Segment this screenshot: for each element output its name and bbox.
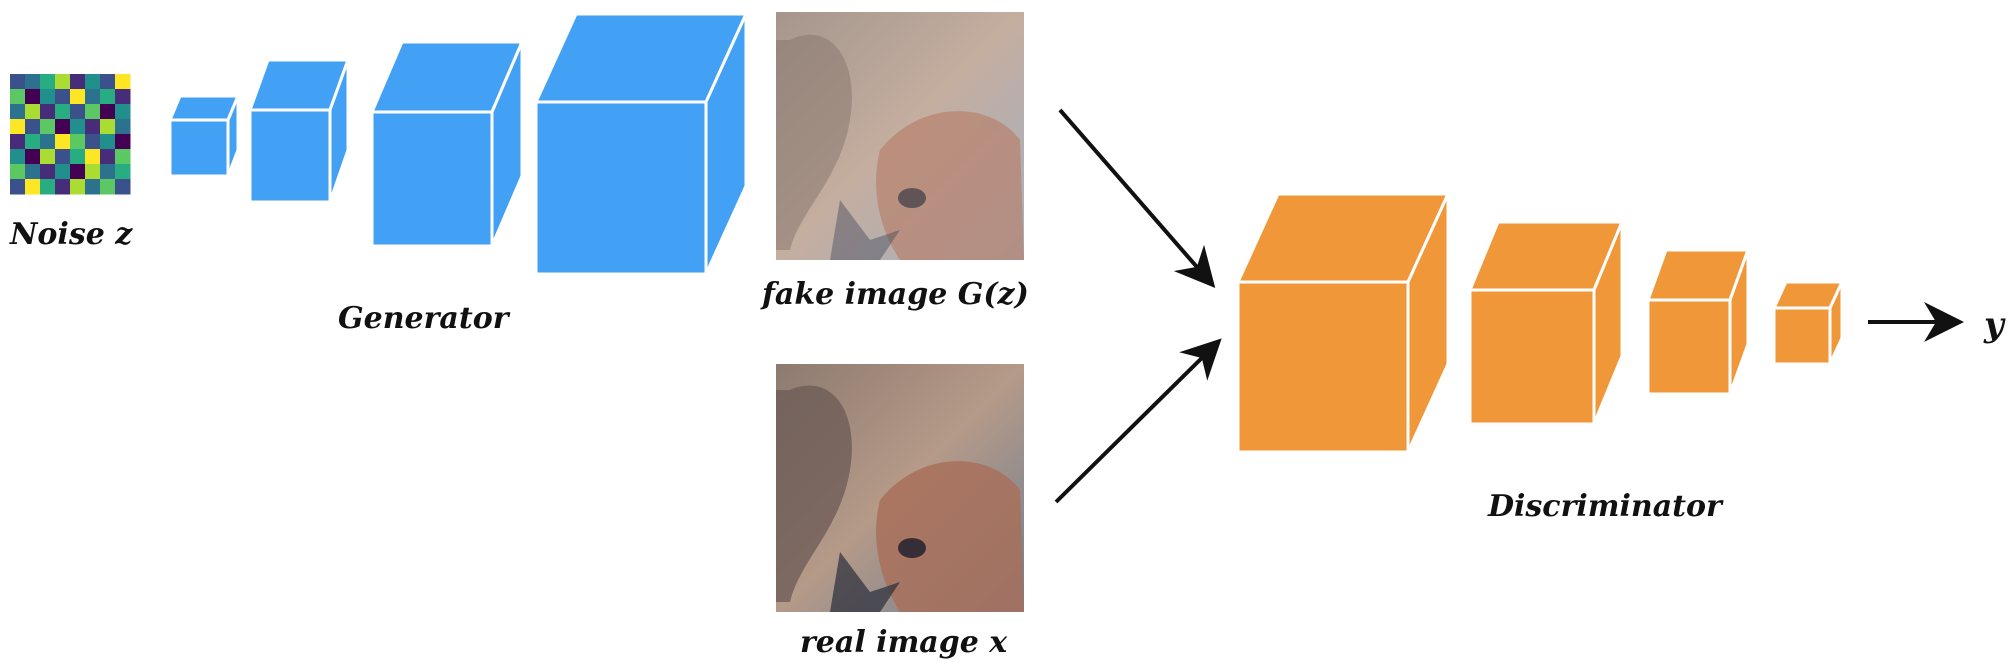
noise-cell: [25, 179, 41, 195]
noise-cell: [100, 89, 116, 105]
noise-cell: [70, 179, 86, 195]
noise-cell: [55, 119, 71, 135]
noise-cell: [70, 104, 86, 120]
noise-cell: [10, 74, 26, 90]
input-arrows: [1054, 108, 1222, 504]
noise-cell: [55, 179, 71, 195]
generator-block-4: [533, 12, 749, 276]
noise-cell: [10, 164, 26, 180]
noise-cell: [10, 149, 26, 165]
noise-cell: [115, 119, 131, 135]
discriminator-label: Discriminator: [1487, 489, 1724, 524]
real-image: [776, 364, 1024, 612]
noise-cell: [25, 74, 41, 90]
discriminator-block-4: [1771, 280, 1845, 366]
noise-cell: [10, 119, 26, 135]
noise-cell: [70, 74, 86, 90]
fake-image-label: fake image G(z): [760, 277, 1029, 312]
noise-cell: [115, 164, 131, 180]
noise-cell: [85, 104, 101, 120]
noise-cell: [40, 149, 56, 165]
noise-cell: [85, 149, 101, 165]
noise-cell: [85, 74, 101, 90]
generator-blocks: [167, 12, 749, 276]
generator-label: Generator: [338, 301, 511, 336]
noise-cell: [40, 164, 56, 180]
noise-cell: [70, 149, 86, 165]
noise-cell: [40, 119, 56, 135]
noise-cell: [100, 119, 116, 135]
noise-cell: [10, 179, 26, 195]
fake-to-discriminator-arrow: [1058, 108, 1216, 289]
real-image-label: real image x: [800, 625, 1008, 660]
noise-cell: [25, 89, 41, 105]
noise-grid-image: [10, 74, 131, 195]
noise-cell: [10, 89, 26, 105]
discriminator-block-1: [1235, 192, 1451, 454]
noise-cell: [25, 134, 41, 150]
noise-cell: [25, 104, 41, 120]
noise-cell: [100, 74, 116, 90]
noise-cell: [40, 89, 56, 105]
noise-cell: [55, 89, 71, 105]
noise-cell: [100, 149, 116, 165]
noise-cell: [85, 89, 101, 105]
noise-cell: [55, 74, 71, 90]
noise-cell: [40, 134, 56, 150]
noise-cell: [25, 119, 41, 135]
noise-cell: [115, 89, 131, 105]
generator-block-1: [167, 94, 241, 178]
noise-cell: [85, 179, 101, 195]
noise-cell: [55, 149, 71, 165]
discriminator-block-2: [1467, 220, 1625, 426]
noise-cell: [70, 164, 86, 180]
noise-cell: [40, 74, 56, 90]
noise-cell: [85, 119, 101, 135]
fake-image: [776, 12, 1024, 260]
noise-cell: [115, 134, 131, 150]
noise-cell: [10, 104, 26, 120]
discriminator-block-3: [1645, 248, 1751, 396]
noise-cell: [40, 179, 56, 195]
noise-cell: [55, 164, 71, 180]
noise-label: Noise z: [9, 217, 133, 252]
noise-cell: [70, 119, 86, 135]
noise-cell: [115, 74, 131, 90]
noise-cell: [85, 134, 101, 150]
noise-cell: [70, 89, 86, 105]
noise-cell: [25, 149, 41, 165]
noise-cell: [100, 179, 116, 195]
output-label: y: [1983, 305, 2006, 345]
noise-cell: [55, 104, 71, 120]
generator-block-3: [369, 40, 525, 248]
noise-cell: [25, 164, 41, 180]
generator-block-2: [247, 58, 351, 204]
noise-cell: [10, 134, 26, 150]
noise-cell: [100, 104, 116, 120]
noise-cell: [85, 164, 101, 180]
noise-cell: [40, 104, 56, 120]
noise-cell: [100, 164, 116, 180]
real-to-discriminator-arrow: [1054, 338, 1222, 504]
noise-cell: [100, 134, 116, 150]
noise-cell: [115, 149, 131, 165]
noise-cell: [115, 104, 131, 120]
noise-cell: [70, 134, 86, 150]
noise-cell: [115, 179, 131, 195]
noise-cell: [55, 134, 71, 150]
discriminator-blocks: [1235, 192, 1845, 454]
